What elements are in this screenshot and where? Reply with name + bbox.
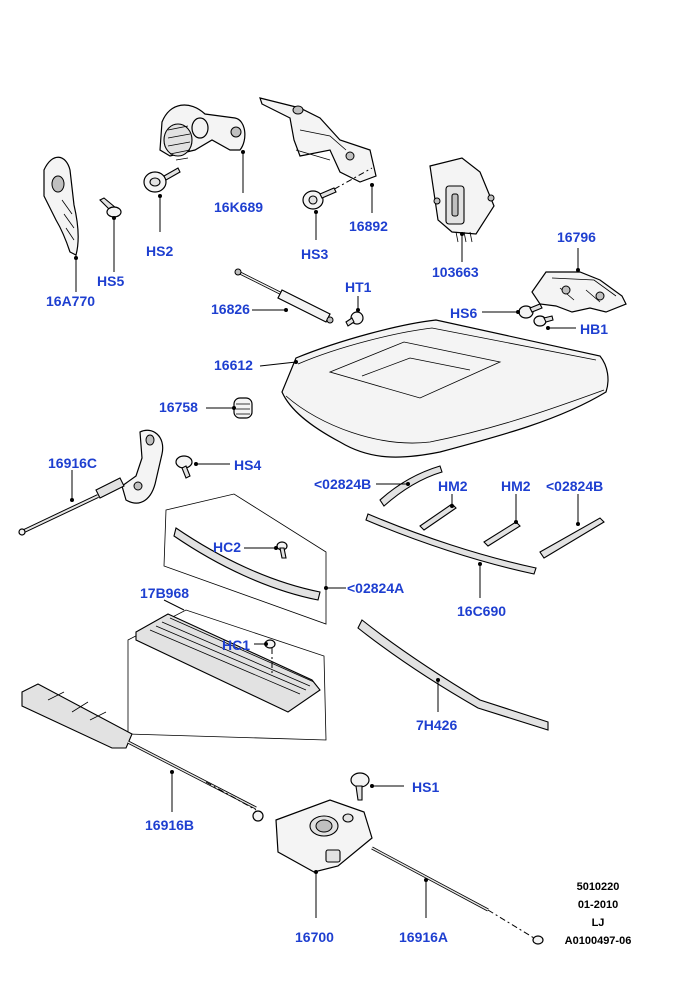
bump-stop-16758-part — [206, 397, 253, 419]
label-7h426[interactable]: 7H426 — [416, 717, 457, 733]
label-16612[interactable]: 16612 — [214, 357, 253, 373]
cable-16916c-part — [18, 429, 164, 536]
nut-hb1-part — [533, 315, 576, 330]
release-mechanism-16700-part — [275, 799, 373, 918]
hood-latch-part — [159, 104, 246, 193]
label-hm2-right[interactable]: HM2 — [501, 478, 531, 494]
label-16a770[interactable]: 16A770 — [46, 293, 95, 309]
label-ht1[interactable]: HT1 — [345, 279, 372, 295]
bracket-103663-part — [429, 157, 495, 262]
diagram-model-code: LJ — [592, 917, 605, 929]
seal-box-02824a — [163, 493, 346, 625]
label-16700[interactable]: 16700 — [295, 929, 334, 945]
label-103663[interactable]: 103663 — [432, 264, 479, 280]
label-16796[interactable]: 16796 — [557, 229, 596, 245]
hood-panel-part — [259, 319, 609, 458]
label-hb1[interactable]: HB1 — [580, 321, 608, 337]
label-hm2-left[interactable]: HM2 — [438, 478, 468, 494]
label-16758[interactable]: 16758 — [159, 399, 198, 415]
cowl-panel-group — [127, 599, 327, 741]
seals-right-group — [365, 465, 605, 598]
hood-hinge-part — [259, 97, 377, 213]
label-16892[interactable]: 16892 — [349, 218, 388, 234]
label-hc2[interactable]: HC2 — [213, 539, 241, 555]
label-02824b-left[interactable]: <02824B — [314, 476, 371, 492]
label-16916b[interactable]: 16916B — [145, 817, 194, 833]
diagram-reference: A0100497-06 — [565, 935, 632, 947]
bolt-hs3-part — [302, 187, 337, 240]
label-hs1[interactable]: HS1 — [412, 779, 439, 795]
seal-7h426-part — [357, 619, 549, 731]
diagram-date: 01-2010 — [578, 899, 618, 911]
label-17b968[interactable]: 17B968 — [140, 585, 189, 601]
bolt-hs6-part — [482, 303, 543, 319]
label-hs3[interactable]: HS3 — [301, 246, 328, 262]
label-16916a[interactable]: 16916A — [399, 929, 448, 945]
label-hc1[interactable]: HC1 — [222, 637, 250, 653]
bolt-hs1-part — [350, 772, 404, 801]
hinge-bracket-16796-part — [531, 248, 627, 313]
label-16c690[interactable]: 16C690 — [457, 603, 506, 619]
label-16826[interactable]: 16826 — [211, 301, 250, 317]
screw-hs4-part — [175, 455, 230, 479]
label-hs2[interactable]: HS2 — [146, 243, 173, 259]
cable-16916a-part — [371, 846, 544, 945]
label-02824a[interactable]: <02824A — [347, 580, 404, 596]
label-16916c[interactable]: 16916C — [48, 455, 97, 471]
label-02824b-right[interactable]: <02824B — [546, 478, 603, 494]
release-handle-part — [43, 156, 79, 292]
gas-strut-part — [234, 268, 334, 324]
label-hs5[interactable]: HS5 — [97, 273, 124, 289]
clip-ht1-part — [345, 296, 364, 327]
label-hs4[interactable]: HS4 — [234, 457, 261, 473]
release-lever-16916b-part — [21, 683, 264, 822]
label-hs6[interactable]: HS6 — [450, 305, 477, 321]
bolt-hs2-part — [143, 167, 181, 232]
screw-hs5-part — [99, 197, 122, 272]
diagram-id: 5010220 — [577, 881, 620, 893]
label-16k689[interactable]: 16K689 — [214, 199, 263, 215]
